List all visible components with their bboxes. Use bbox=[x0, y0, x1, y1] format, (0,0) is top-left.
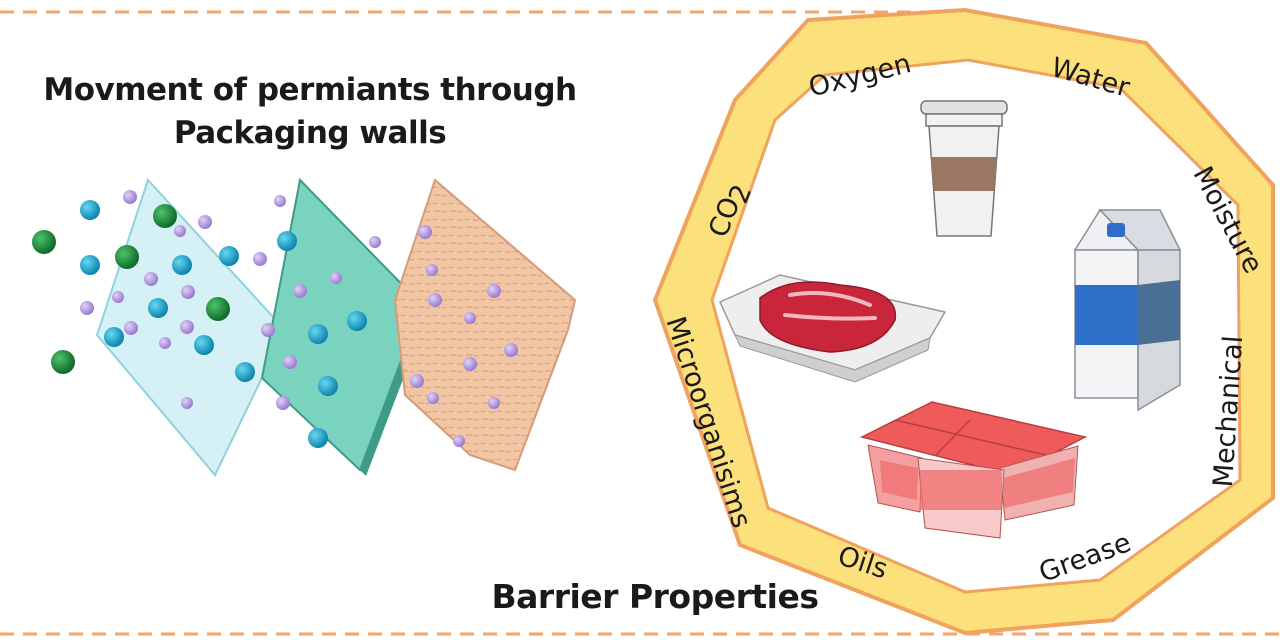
barrier-ring bbox=[652, 7, 1275, 636]
molecule-purple bbox=[488, 397, 500, 409]
molecule-purple bbox=[487, 284, 501, 298]
meat-tray-icon bbox=[719, 274, 947, 383]
molecule-purple bbox=[144, 272, 158, 286]
heading-line-1: Movment of permiants through bbox=[43, 72, 577, 108]
molecule-purple bbox=[427, 392, 439, 404]
milk-carton-icon bbox=[1073, 208, 1182, 412]
molecule-purple bbox=[463, 357, 477, 371]
molecule-purple bbox=[418, 225, 432, 239]
molecule-purple bbox=[426, 264, 438, 276]
molecule-purple bbox=[112, 291, 124, 303]
molecule-blue bbox=[347, 311, 367, 331]
molecule-purple bbox=[124, 321, 138, 335]
molecule-purple bbox=[159, 337, 171, 349]
molecule-purple bbox=[274, 195, 286, 207]
molecule-purple bbox=[369, 236, 381, 248]
molecule-blue bbox=[219, 246, 239, 266]
molecule-purple bbox=[428, 293, 442, 307]
molecule-purple bbox=[276, 396, 290, 410]
molecule-blue bbox=[308, 428, 328, 448]
coffee-cup-icon bbox=[920, 100, 1008, 237]
molecule-purple bbox=[253, 252, 267, 266]
molecule-purple bbox=[464, 312, 476, 324]
molecule-blue bbox=[194, 335, 214, 355]
molecule-purple bbox=[181, 397, 193, 409]
molecule-purple bbox=[261, 323, 275, 337]
molecule-blue bbox=[80, 255, 100, 275]
molecule-purple bbox=[174, 225, 186, 237]
foam-panel bbox=[393, 178, 577, 472]
molecule-green bbox=[206, 297, 230, 321]
molecule-blue bbox=[277, 231, 297, 251]
barrier-properties-title: Barrier Properties bbox=[491, 577, 819, 616]
molecule-purple bbox=[410, 374, 424, 388]
molecule-blue bbox=[148, 298, 168, 318]
molecule-green bbox=[153, 204, 177, 228]
molecule-blue bbox=[318, 376, 338, 396]
molecules bbox=[32, 190, 518, 448]
molecule-purple bbox=[504, 343, 518, 357]
molecule-blue bbox=[104, 327, 124, 347]
molecule-purple bbox=[293, 284, 307, 298]
molecule-green bbox=[32, 230, 56, 254]
molecule-purple bbox=[181, 285, 195, 299]
molecule-blue bbox=[308, 324, 328, 344]
molecule-purple bbox=[330, 272, 342, 284]
molecule-purple bbox=[198, 215, 212, 229]
molecule-green bbox=[115, 245, 139, 269]
heading-line-2: Packaging walls bbox=[173, 115, 447, 151]
molecule-purple bbox=[80, 301, 94, 315]
yogurt-cups-icon bbox=[859, 401, 1088, 539]
molecule-purple bbox=[180, 320, 194, 334]
molecule-blue bbox=[172, 255, 192, 275]
molecule-green bbox=[51, 350, 75, 374]
molecule-blue bbox=[235, 362, 255, 382]
molecule-purple bbox=[453, 435, 465, 447]
molecule-blue bbox=[80, 200, 100, 220]
molecule-purple bbox=[283, 355, 297, 369]
molecule-purple bbox=[123, 190, 137, 204]
